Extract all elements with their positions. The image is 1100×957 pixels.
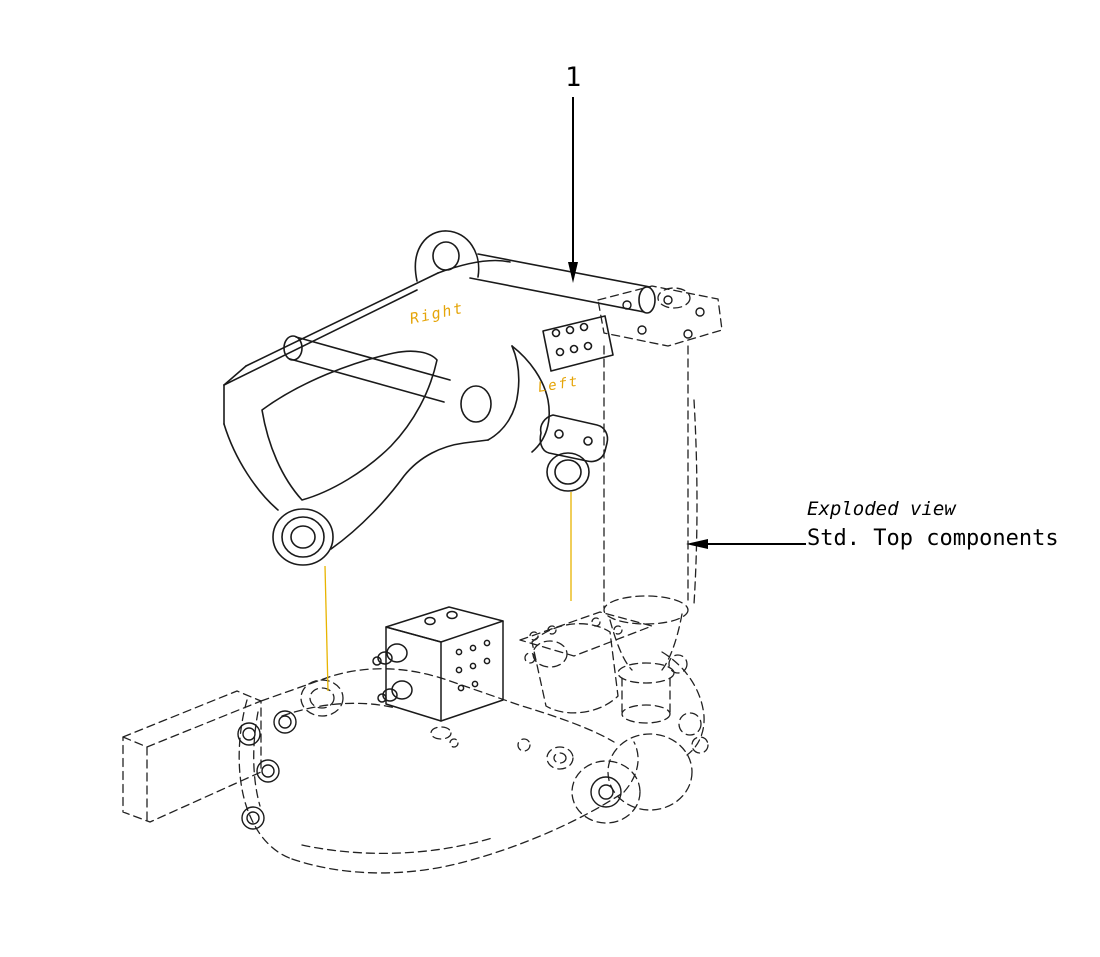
lug-hole <box>432 241 460 271</box>
body-upper-edge <box>260 668 615 743</box>
lower-mount-plate <box>519 611 653 657</box>
roller-pin-head <box>590 776 622 808</box>
top-coupler-assembly <box>223 230 656 566</box>
motor-box <box>122 690 262 823</box>
hydraulic-fitting-upper <box>372 643 408 666</box>
valve-block-left-face <box>385 626 442 722</box>
annotation-exploded-view: Exploded view <box>807 498 956 520</box>
bolt-plate <box>542 315 614 372</box>
valve-block-top-face <box>385 606 504 643</box>
annotation-arrow <box>686 539 806 549</box>
callout-arrowhead <box>568 262 578 283</box>
roller-outer <box>546 452 590 492</box>
leader-lines <box>324 492 572 692</box>
valve-block-right-face <box>440 620 504 722</box>
head-block <box>597 285 723 347</box>
rear-roller-disc <box>607 733 693 811</box>
top-pin-end <box>638 286 656 314</box>
boss-outer <box>272 508 334 566</box>
top-pin-lower-edge <box>469 277 645 313</box>
top-pin-upper-edge <box>477 253 651 288</box>
front-roller-disc <box>571 760 641 824</box>
side-bracket <box>539 414 609 463</box>
roller-inner <box>554 459 582 485</box>
lug-outline <box>414 230 480 282</box>
boss-mid <box>281 516 325 558</box>
annotation-arrowhead <box>686 539 708 549</box>
callout-number: 1 <box>565 62 582 93</box>
hydraulic-fitting-lower <box>377 680 413 703</box>
leader-line-left <box>324 565 329 692</box>
pivot-bushing <box>300 679 344 717</box>
lower-assembly-dashed <box>122 285 723 874</box>
valve-block <box>372 606 504 722</box>
callout-arrow <box>568 97 578 283</box>
boss-hole <box>290 525 316 549</box>
bolt-details <box>237 295 705 830</box>
frame-window <box>261 350 438 501</box>
annotation-std-top-components: Std. Top components <box>807 526 1059 551</box>
knuckle <box>531 623 619 714</box>
web-hole <box>460 385 492 423</box>
